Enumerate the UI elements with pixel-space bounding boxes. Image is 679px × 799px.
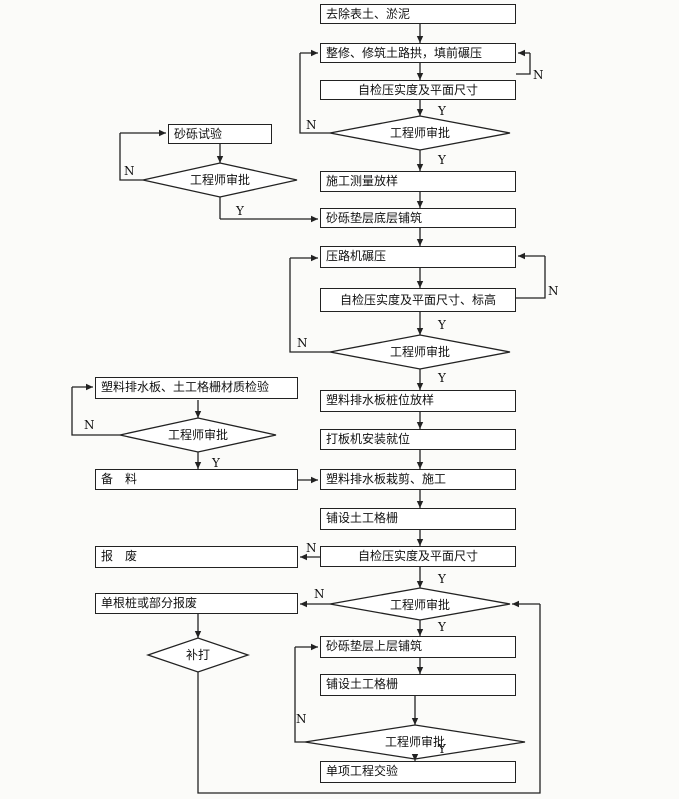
- label-n: N: [306, 118, 317, 132]
- decision-d3-text: 工程师审批: [389, 345, 450, 359]
- label-y: Y: [236, 204, 244, 218]
- step-trim-road-camber: 整修、修筑土路拱，填前碾压: [320, 43, 516, 63]
- step-drain-board-staking: 塑料排水板桩位放样: [320, 390, 516, 412]
- decision-d4: [119, 417, 277, 453]
- step-gravel-bottom-layer: 砂砾垫层底层铺筑: [320, 208, 516, 228]
- step-self-check-1: 自检压实度及平面尺寸: [320, 80, 516, 100]
- step-scrap: 报 废: [95, 546, 298, 568]
- decision-rehit: [145, 637, 251, 673]
- step-partial-scrap: 单根桩或部分报废: [95, 593, 298, 614]
- label-y: Y: [438, 620, 446, 634]
- step-geogrid-1: 铺设土工格栅: [320, 508, 516, 530]
- step-gravel-test: 砂砾试验: [168, 124, 272, 144]
- decision-d4-text: 工程师审批: [167, 428, 228, 442]
- label-n: N: [314, 587, 325, 601]
- label-n: N: [306, 541, 317, 555]
- decision-d6-text: 工程师审批: [384, 735, 445, 749]
- decision-d2-text: 工程师审批: [189, 173, 250, 187]
- decision-d1: [329, 115, 511, 151]
- step-self-check-2: 自检压实度及平面尺寸、标高: [320, 288, 516, 312]
- label-n: N: [84, 418, 95, 432]
- step-prepare-material: 备 料: [95, 469, 298, 490]
- label-y: Y: [438, 742, 446, 756]
- label-n: N: [548, 284, 559, 298]
- decision-d1-text: 工程师审批: [389, 126, 450, 140]
- step-remove-topsoil: 去除表土、淤泥: [320, 4, 516, 24]
- label-y: Y: [438, 572, 446, 586]
- step-material-test: 塑料排水板、土工格栅材质检验: [95, 377, 298, 399]
- step-geogrid-2: 铺设土工格栅: [320, 674, 516, 696]
- decision-d2: [142, 162, 298, 198]
- label-n: N: [533, 68, 544, 82]
- decision-rehit-text: 补打: [185, 648, 210, 662]
- label-y: Y: [438, 371, 446, 385]
- step-acceptance: 单项工程交验: [320, 761, 516, 783]
- decision-d5-text: 工程师审批: [389, 598, 450, 612]
- decision-d5: [329, 587, 511, 621]
- label-y: Y: [212, 456, 220, 470]
- label-n: N: [297, 336, 308, 350]
- step-roller-compaction: 压路机碾压: [320, 246, 516, 268]
- step-drain-board-install: 塑料排水板栽剪、施工: [320, 469, 516, 490]
- step-gravel-top-layer: 砂砾垫层上层铺筑: [320, 636, 516, 658]
- decision-d3: [329, 334, 511, 370]
- label-y: Y: [438, 153, 446, 167]
- label-n: N: [296, 712, 307, 726]
- step-self-check-3: 自检压实度及平面尺寸: [320, 546, 516, 567]
- step-pile-driver-setup: 打板机安装就位: [320, 429, 516, 450]
- label-n: N: [124, 164, 135, 178]
- label-y: Y: [438, 104, 446, 118]
- step-survey-staking: 施工测量放样: [320, 171, 516, 192]
- label-y: Y: [438, 318, 446, 332]
- decision-d6: [304, 724, 526, 760]
